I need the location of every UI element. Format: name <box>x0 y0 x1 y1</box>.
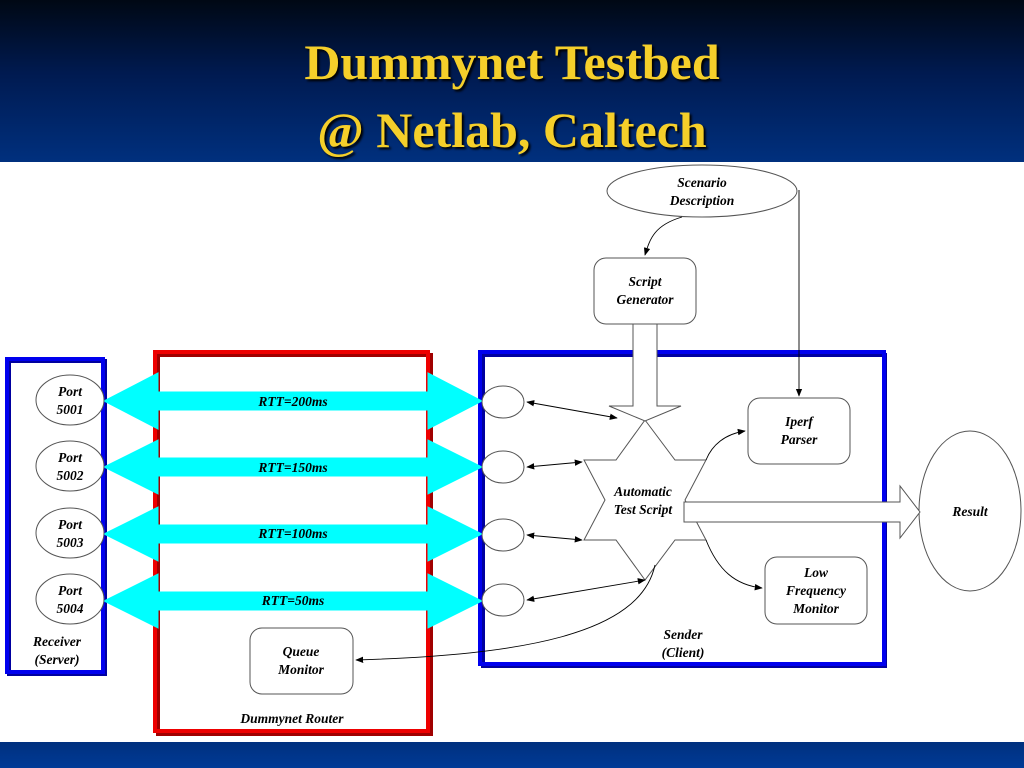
sender-port-node-3 <box>481 518 525 552</box>
test-script-line2: Test Script <box>614 502 674 517</box>
receiver-label: Receiver <box>32 634 82 649</box>
script-to-queue-monitor-connector <box>355 564 656 663</box>
script-to-port-4-connector <box>526 578 646 602</box>
automatic-test-script-node: Automatic Test Script <box>583 419 707 581</box>
port-5003-node: Port 5003 <box>35 507 105 559</box>
receiver-box <box>5 357 107 676</box>
slide-title-line2: @ Netlab, Caltech <box>317 102 707 158</box>
script-to-iperf-connector <box>705 428 746 461</box>
sender-sublabel: (Client) <box>662 645 705 660</box>
slide-title-line1: Dummynet Testbed <box>304 34 720 90</box>
port-5002-node: Port 5002 <box>35 440 105 492</box>
scenario-line2: Description <box>669 193 735 208</box>
low-frequency-monitor-node: Low Frequency Monitor <box>764 556 868 625</box>
low-frequency-line2: Frequency <box>785 583 847 598</box>
port-5003-label: Port <box>58 517 83 532</box>
script-to-port-3-connector <box>526 532 583 543</box>
rtt-label-50: RTT=50ms <box>261 593 324 608</box>
script-to-port-1-connector <box>526 400 618 420</box>
low-frequency-line3: Monitor <box>792 601 840 616</box>
queue-monitor-node: Queue Monitor <box>249 627 354 695</box>
script-generator-line2: Generator <box>617 292 675 307</box>
port-5001-label: Port <box>58 384 83 399</box>
low-frequency-line1: Low <box>803 565 829 580</box>
scenario-description-node: Scenario Description <box>606 164 798 218</box>
rtt-label-200: RTT=200ms <box>257 394 327 409</box>
sender-port-node-1 <box>481 385 525 419</box>
sender-label: Sender <box>663 627 703 642</box>
result-node: Result <box>918 430 1022 592</box>
script-to-port-2-connector <box>526 459 583 470</box>
iperf-parser-node: Iperf Parser <box>747 397 851 465</box>
port-5004-label: Port <box>58 583 83 598</box>
port-5002-number: 5002 <box>57 468 84 483</box>
iperf-parser-line2: Parser <box>781 432 818 447</box>
sender-port-node-2 <box>481 450 525 484</box>
script-generator-node: Script Generator <box>593 257 697 325</box>
iperf-parser-line1: Iperf <box>784 414 814 429</box>
port-5004-number: 5004 <box>57 601 84 616</box>
queue-monitor-line2: Monitor <box>277 662 325 677</box>
queue-monitor-line1: Queue <box>283 644 320 659</box>
result-label: Result <box>951 504 989 519</box>
generator-to-script-arrow <box>608 323 682 422</box>
sender-port-node-4 <box>481 583 525 617</box>
scenario-line1: Scenario <box>677 175 727 190</box>
connector-lines <box>355 190 803 663</box>
script-generator-line1: Script <box>628 274 662 289</box>
port-5003-number: 5003 <box>57 535 84 550</box>
router-label: Dummynet Router <box>239 711 344 726</box>
rtt-label-100: RTT=100ms <box>257 526 327 541</box>
receiver-sublabel: (Server) <box>35 652 80 667</box>
port-5002-label: Port <box>58 450 83 465</box>
scenario-to-generator-connector <box>643 216 683 256</box>
script-to-result-arrow <box>683 484 921 540</box>
script-to-lowfreq-connector <box>705 539 763 591</box>
port-5004-node: Port 5004 <box>35 573 105 625</box>
port-5001-node: Port 5001 <box>35 374 105 426</box>
title-banner <box>0 0 1024 162</box>
rtt-label-150: RTT=150ms <box>257 460 327 475</box>
port-5001-number: 5001 <box>57 402 84 417</box>
test-script-line1: Automatic <box>613 484 672 499</box>
footer-bar <box>0 742 1024 768</box>
